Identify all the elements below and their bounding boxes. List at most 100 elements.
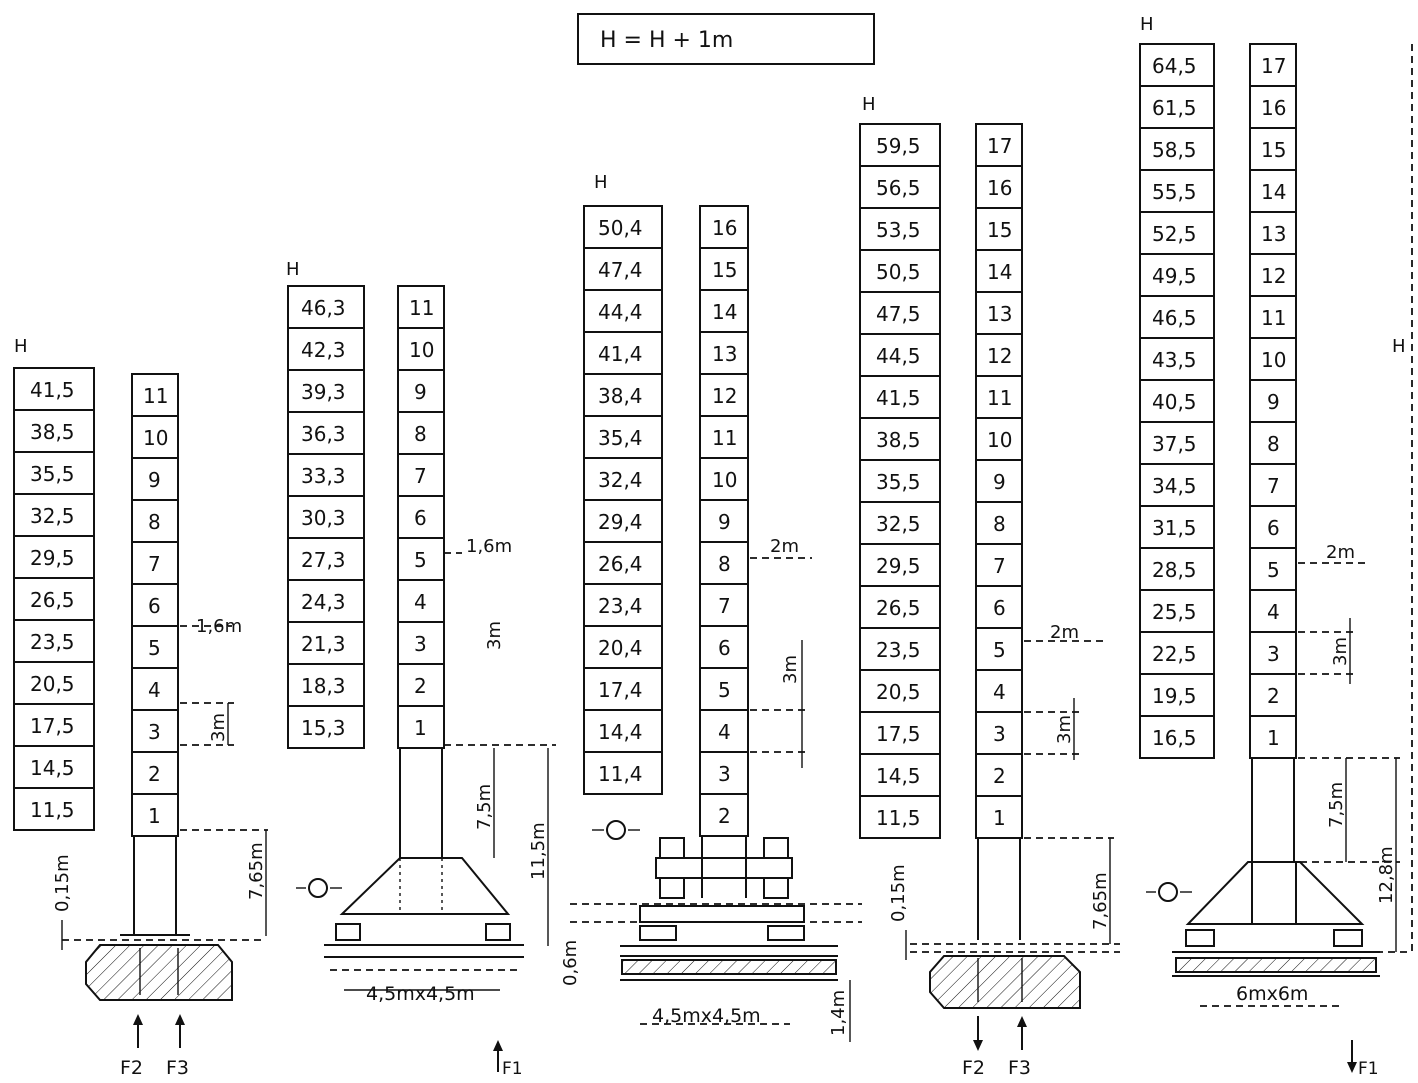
section-number: 7 [414,464,427,488]
track-ballast [1175,957,1377,973]
height-value: 11,4 [598,762,643,786]
height-box [859,627,941,671]
height-value: 35,5 [30,462,75,486]
section-number: 2 [1267,684,1280,708]
height-box [287,621,365,665]
mast-section [975,795,1023,839]
height-value: 32,5 [876,512,921,536]
height-box [859,375,941,419]
dim-label: 7,65m [246,842,267,900]
base-frame [1185,861,1365,925]
height-value: 56,5 [876,176,921,200]
height-value: 30,3 [301,506,346,530]
height-value: 38,5 [30,420,75,444]
mast-section [131,499,179,543]
section-number: 15 [987,218,1012,242]
section-number: 9 [414,380,427,404]
section-number: 13 [1261,222,1286,246]
height-box [1139,547,1215,591]
height-box [859,795,941,839]
base-size-label: 6mx6m [1236,983,1308,1005]
mast-section [131,667,179,711]
section-number: 10 [987,428,1012,452]
height-box [287,495,365,539]
formula-text: H = H + 1m [600,28,733,53]
height-box [583,625,663,669]
height-box [859,417,941,461]
slewing-symbol-icon [1158,882,1178,902]
height-box [1139,43,1215,87]
section-number: 6 [1267,516,1280,540]
height-value: 35,5 [876,470,921,494]
dim-label: 3m [1330,637,1351,666]
mast-section [1249,337,1297,381]
mast-section [975,291,1023,335]
section-number: 8 [414,422,427,446]
mast-section [131,625,179,669]
force-label: F3 [166,1057,189,1079]
height-box [287,705,365,749]
unit-1-mast: 11 10 9 8 7 6 5 4 3 2 1 [397,285,445,858]
section-number: 9 [718,510,731,534]
height-value: 55,5 [1152,180,1197,204]
unit-4-mast: 17 16 15 14 13 12 11 10 9 8 7 6 5 4 3 2 … [1249,43,1297,862]
height-value: 20,5 [30,672,75,696]
dim-label: 1,6m [466,536,512,557]
section-number: 4 [148,678,161,702]
height-value: 17,5 [30,714,75,738]
height-box [583,205,663,249]
height-value: 38,4 [598,384,643,408]
section-number: 4 [1267,600,1280,624]
section-number: 3 [718,762,731,786]
height-value: 28,5 [1152,558,1197,582]
height-box [859,711,941,755]
section-number: 12 [712,384,737,408]
height-box [1139,337,1215,381]
section-number: 11 [712,426,737,450]
unit-0-header: H [14,336,28,357]
unit-3: H 59,5 56,5 53,5 50,5 47,5 44,5 41,5 38,… [859,94,1120,1079]
section-number: 5 [148,636,161,660]
unit-3-forces: F2 F3 [962,1016,1031,1079]
section-number: 13 [712,342,737,366]
track-ballast [621,959,837,975]
unit-0: H 41,5 38,5 35,5 32,5 29,5 26,5 23,5 20,… [13,336,268,1079]
section-number: 1 [414,716,427,740]
height-value: 47,5 [876,302,921,326]
unit-1-height-column: 46,3 42,3 39,3 36,3 33,3 30,3 27,3 24,3 … [287,285,365,749]
height-value: 23,5 [876,638,921,662]
section-number: 2 [148,762,161,786]
height-value: 20,4 [598,636,643,660]
height-value: 34,5 [1152,474,1197,498]
mast-section [975,123,1023,167]
section-number: 3 [1267,642,1280,666]
height-value: 32,4 [598,468,643,492]
concrete-block [929,955,1081,1009]
height-value: 41,5 [876,386,921,410]
unit-4-forces: F1 [1347,1040,1379,1079]
chassis-beam [655,857,793,879]
section-number: 14 [712,300,737,324]
ballast-block [335,923,361,941]
height-box [1139,505,1215,549]
force-label: F2 [962,1057,985,1079]
height-box [13,787,95,831]
height-value: 37,5 [1152,432,1197,456]
section-number: 9 [148,468,161,492]
mast-section [699,793,749,837]
section-number: 1 [993,806,1006,830]
mast-section [397,663,445,707]
section-number: 15 [712,258,737,282]
unit-1-cross-base: 4,5mx4,5m [324,857,524,1005]
height-value: 41,4 [598,342,643,366]
height-box [583,289,663,333]
height-value: 17,5 [876,722,921,746]
height-box [859,123,941,167]
section-number: 8 [1267,432,1280,456]
section-number: 7 [148,552,161,576]
dim-label: 7,5m [1326,782,1347,828]
height-value: 23,4 [598,594,643,618]
unit-3-foundation [910,943,1120,1009]
unit-1: H 46,3 42,3 39,3 36,3 33,3 30,3 27,3 24,… [286,259,556,1079]
